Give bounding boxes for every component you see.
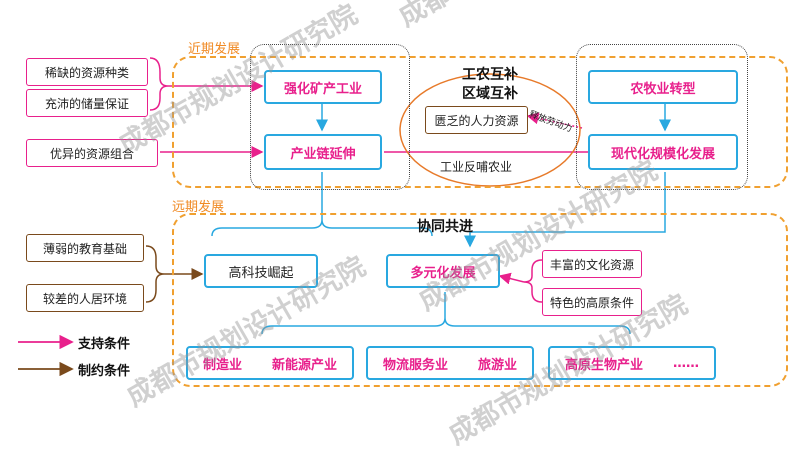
mutual-title-line1: 工农互补 [462,67,518,83]
support-box-1: 稀缺的资源种类 [26,58,148,86]
industry-item: 物流服务业 [382,357,448,373]
industry-box-2: 物流服务业 旅游业 [366,346,534,380]
near-term-label: 近期发展 [188,42,241,57]
diverse-box: 多元化发展 [386,254,500,288]
arrow-release-labor [526,112,583,129]
legend-support-label: 支持条件 [78,337,131,352]
industry-item: …… [672,355,699,371]
constraint-brace [145,245,165,303]
modern-box: 现代化规模化发展 [588,134,738,170]
industry-item: 旅游业 [477,357,517,373]
industry-box-1: 制造业 新能源产业 [186,346,354,380]
hitech-box: 高科技崛起 [204,254,318,288]
far-term-label: 远期发展 [172,200,225,215]
right-support-box-1: 丰富的文化资源 [542,250,642,278]
industry-item: 制造业 [202,357,242,373]
arrow-support-diverse [498,272,525,285]
right-support-box-2: 特色的高原条件 [542,288,642,316]
industry-group-frame [250,44,410,190]
synergy-title: 协同共进 [417,219,473,235]
mining-box: 强化矿产工业 [264,70,382,104]
support-brace-top [149,57,169,111]
brace-industries [261,317,631,335]
agriculture-group-frame [576,44,748,190]
industry-box-3: 高原生物产业 …… [548,346,716,380]
feedback-label: 工业反哺农业 [440,160,513,174]
mutual-title-line2: 区域互补 [462,86,518,102]
arrow-modern-diverse [464,172,666,248]
chain-box: 产业链延伸 [264,134,382,170]
near-term-region [172,56,788,188]
industry-item: 高原生物产业 [564,357,643,373]
industry-item: 新能源产业 [271,357,337,373]
labor-box: 匮乏的人力资源 [425,106,528,134]
support-box-3: 优异的资源组合 [26,139,158,167]
constraint-box-2: 较差的人居环境 [26,284,144,312]
agri-box: 农牧业转型 [588,70,738,104]
legend-constraint-label: 制约条件 [78,364,131,379]
constraint-box-1: 薄弱的教育基础 [26,234,144,262]
far-term-region [172,213,788,387]
support-box-2: 充沛的储量保证 [26,89,148,117]
brace-far-top [211,219,433,237]
